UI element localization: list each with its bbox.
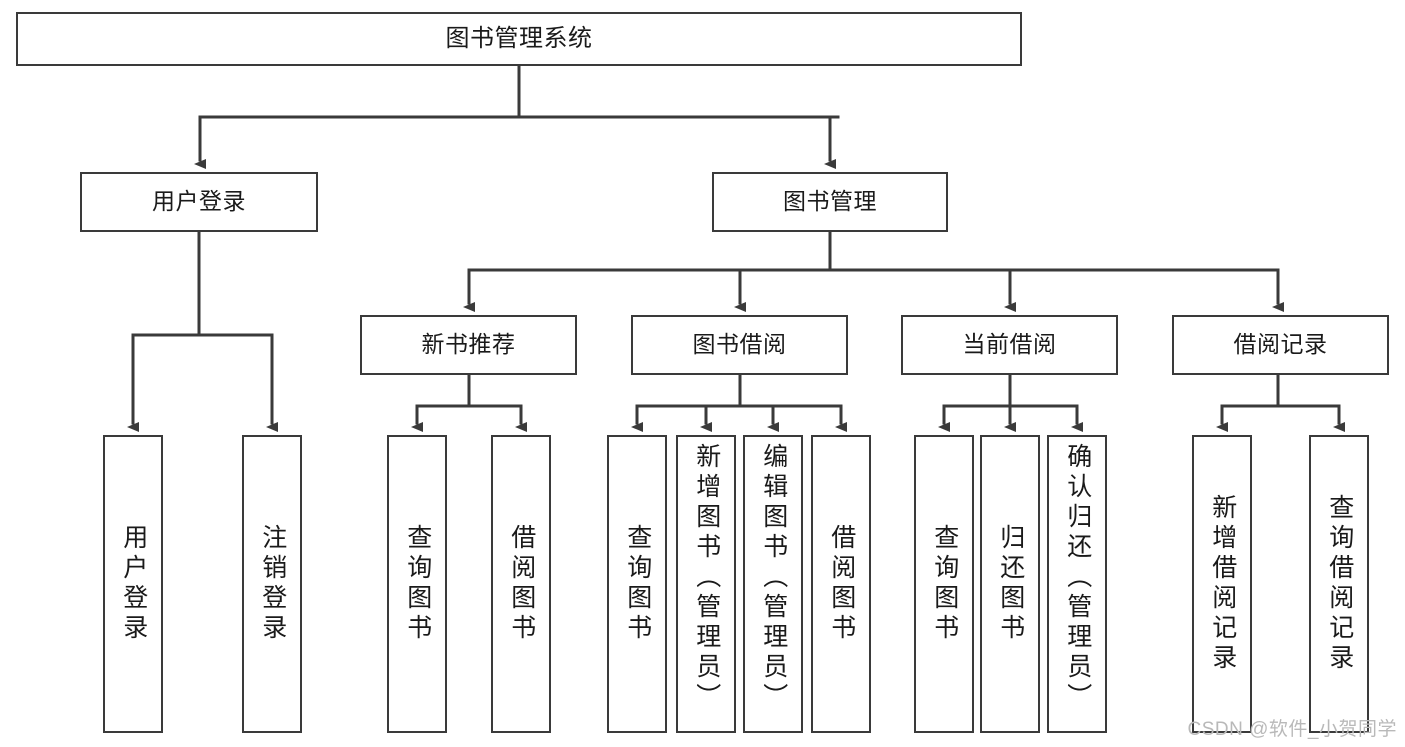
node-label: 查询图书 [403,524,432,644]
node-book-borrow[interactable]: 图书借阅 [631,315,848,375]
node-label: 查询图书 [930,524,959,644]
node-label: 借阅记录 [1233,331,1328,358]
leaf-query-book-current[interactable]: 查询图书 [914,435,974,733]
node-label: 新书推荐 [421,331,516,358]
leaf-add-book[interactable]: 新增图书（管理员） [676,435,736,733]
leaf-add-borrow-record[interactable]: 新增借阅记录 [1192,435,1252,733]
node-label: 查询借阅记录 [1325,494,1354,674]
leaf-query-book-borrow[interactable]: 查询图书 [607,435,667,733]
leaf-borrow-book-borrow[interactable]: 借阅图书 [811,435,871,733]
node-new-book-rec[interactable]: 新书推荐 [360,315,577,375]
node-label: 查询图书 [623,524,652,644]
node-label: 当前借阅 [962,331,1057,358]
leaf-return-book[interactable]: 归还图书 [980,435,1040,733]
leaf-user-logout[interactable]: 注销登录 [242,435,302,733]
csdn-watermark: CSDN @软件_小贺同学 [1187,719,1397,740]
node-label: 借阅图书 [507,524,536,644]
node-label: 图书借阅 [692,331,787,358]
node-label: 新增图书（管理员） [692,443,721,713]
leaf-edit-book[interactable]: 编辑图书（管理员） [743,435,803,733]
node-label: 用户登录 [152,188,246,215]
node-label: 借阅图书 [827,524,856,644]
node-current-borrow[interactable]: 当前借阅 [901,315,1118,375]
node-borrow-record[interactable]: 借阅记录 [1172,315,1389,375]
node-label: 确认归还（管理员） [1063,443,1092,713]
node-label: 归还图书 [996,524,1025,644]
leaf-query-borrow-record[interactable]: 查询借阅记录 [1309,435,1369,733]
node-user-login[interactable]: 用户登录 [80,172,318,232]
node-label: 用户登录 [119,524,148,644]
leaf-borrow-book-new-rec[interactable]: 借阅图书 [491,435,551,733]
leaf-user-login[interactable]: 用户登录 [103,435,163,733]
node-label: 编辑图书（管理员） [759,443,788,713]
node-label: 注销登录 [258,524,287,644]
node-book-manage[interactable]: 图书管理 [712,172,948,232]
node-label: 图书管理系统 [445,24,593,52]
leaf-query-book-new-rec[interactable]: 查询图书 [387,435,447,733]
node-root-system[interactable]: 图书管理系统 [16,12,1022,66]
leaf-confirm-return[interactable]: 确认归还（管理员） [1047,435,1107,733]
node-label: 图书管理 [783,188,877,215]
node-label: 新增借阅记录 [1208,494,1237,674]
